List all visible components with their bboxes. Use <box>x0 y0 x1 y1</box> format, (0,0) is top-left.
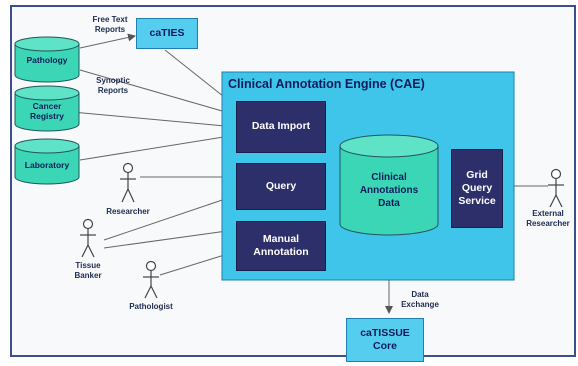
query-box: Query <box>236 163 326 210</box>
arrow-registry-to-import <box>71 111 237 131</box>
pathologist-label: Pathologist <box>129 302 173 311</box>
cylinder-clinical-data <box>339 134 439 236</box>
arrow-banker-to-annotation <box>103 226 235 249</box>
caties-box: caTIES <box>136 18 198 49</box>
arrow-pathology-to-import <box>79 69 237 117</box>
tissue-banker-label: Tissue Banker <box>74 261 102 280</box>
external-researcher-icon <box>548 168 564 208</box>
manual-annotation-box: Manual Annotation <box>236 221 326 271</box>
arrow-lab-to-import <box>79 132 237 161</box>
cancer-registry-label: Cancer Registry <box>29 101 64 122</box>
pathologist-icon <box>143 260 159 299</box>
laboratory-label: Laboratory <box>24 160 70 170</box>
cae-title: Clinical Annotation Engine (CAE) <box>228 77 425 91</box>
arrow-banker-to-query <box>103 194 235 241</box>
external-researcher-label: External Researcher <box>526 209 570 228</box>
free-text-reports-label: Free Text Reports <box>92 15 128 34</box>
arrow-pathology-to-caties <box>79 33 136 49</box>
catissue-core-box: caTISSUE Core <box>346 318 424 362</box>
grid-query-service-box: Grid Query Service <box>451 149 503 228</box>
cylinder-laboratory <box>14 138 80 185</box>
clinical-data-label: Clinical Annotations Data <box>359 172 419 209</box>
researcher-icon <box>120 162 136 203</box>
pathology-label: Pathology <box>26 55 68 65</box>
data-exchange-label: Data Exchange <box>401 290 439 309</box>
researcher-label: Researcher <box>106 207 150 216</box>
cylinder-pathology <box>14 36 80 83</box>
data-import-box: Data Import <box>236 101 326 153</box>
synoptic-reports-label: Synoptic Reports <box>96 76 130 95</box>
cylinder-cancer-registry <box>14 85 80 132</box>
tissue-banker-icon <box>80 218 96 258</box>
